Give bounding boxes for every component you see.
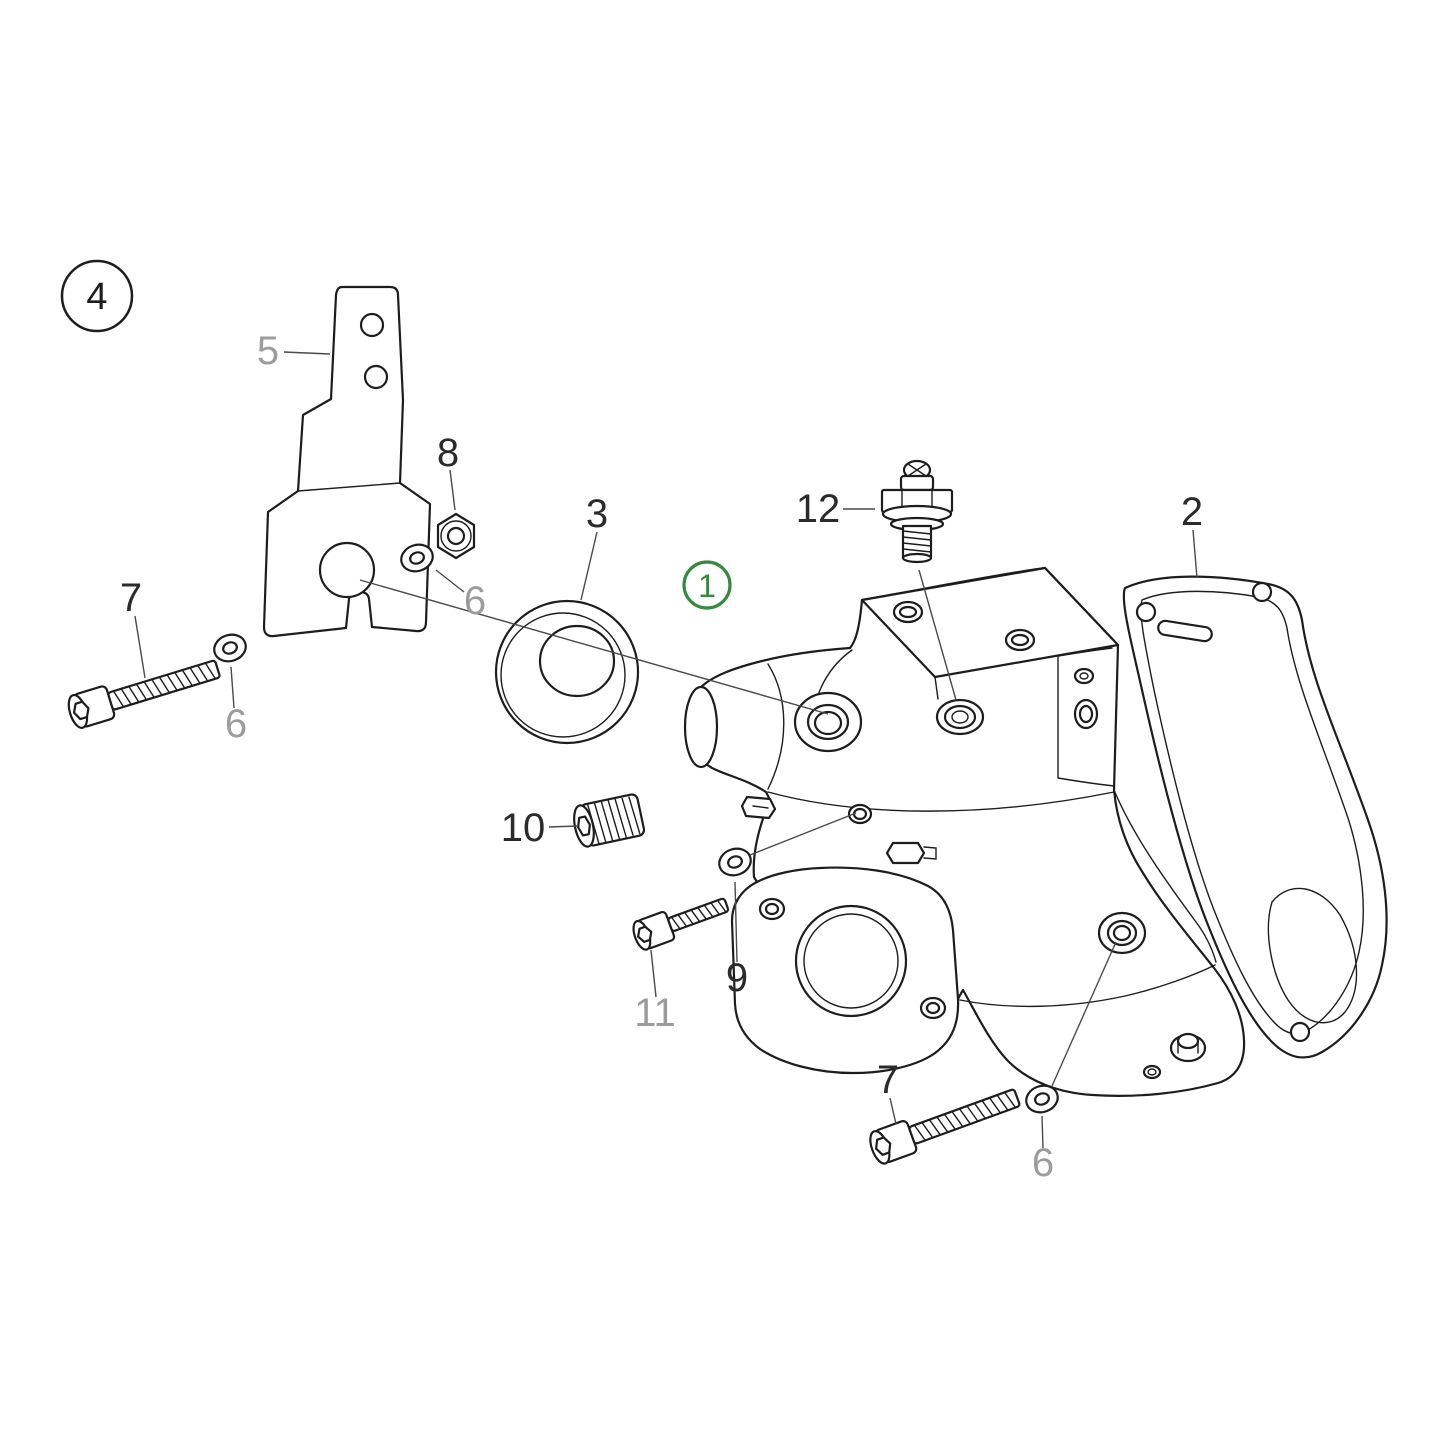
highlight-badge-1[interactable]: 1 [682, 560, 732, 610]
callout-12[interactable]: 12 [796, 487, 841, 531]
group-badge-4-label: 4 [86, 276, 107, 318]
callout-2[interactable]: 2 [1181, 490, 1203, 534]
callout-5[interactable]: 5 [257, 329, 279, 373]
callout-7-left[interactable]: 7 [120, 576, 142, 620]
group-badge-4[interactable]: 4 [60, 259, 134, 333]
part-housing [683, 566, 1246, 1097]
callout-9[interactable]: 9 [726, 956, 748, 1000]
leader-lines [134, 351, 1198, 1149]
callout-8[interactable]: 8 [437, 431, 459, 475]
callout-6-lower[interactable]: 6 [1032, 1141, 1054, 1185]
part-washer-upper [400, 543, 434, 573]
part-nut [436, 512, 476, 560]
callout-11[interactable]: 11 [634, 991, 676, 1035]
part-bracket [262, 285, 432, 638]
part-washer-mid [718, 847, 752, 877]
part-bolt-lower [869, 1088, 1021, 1165]
part-bolt-left [67, 659, 221, 729]
callout-6-left[interactable]: 6 [225, 702, 247, 746]
callout-10[interactable]: 10 [501, 806, 546, 850]
callout-6-upper[interactable]: 6 [464, 579, 486, 623]
part-washer-left [213, 633, 247, 663]
part-sensor [880, 459, 954, 564]
highlight-badge-1-label: 1 [698, 568, 716, 604]
part-seal-ring [494, 599, 640, 745]
part-gasket [1122, 575, 1388, 1059]
part-bolt-small [632, 897, 730, 951]
callout-3[interactable]: 3 [586, 492, 608, 536]
part-plug [573, 793, 646, 848]
part-washer-lower [1025, 1084, 1059, 1114]
callout-7-lower[interactable]: 7 [877, 1058, 899, 1102]
